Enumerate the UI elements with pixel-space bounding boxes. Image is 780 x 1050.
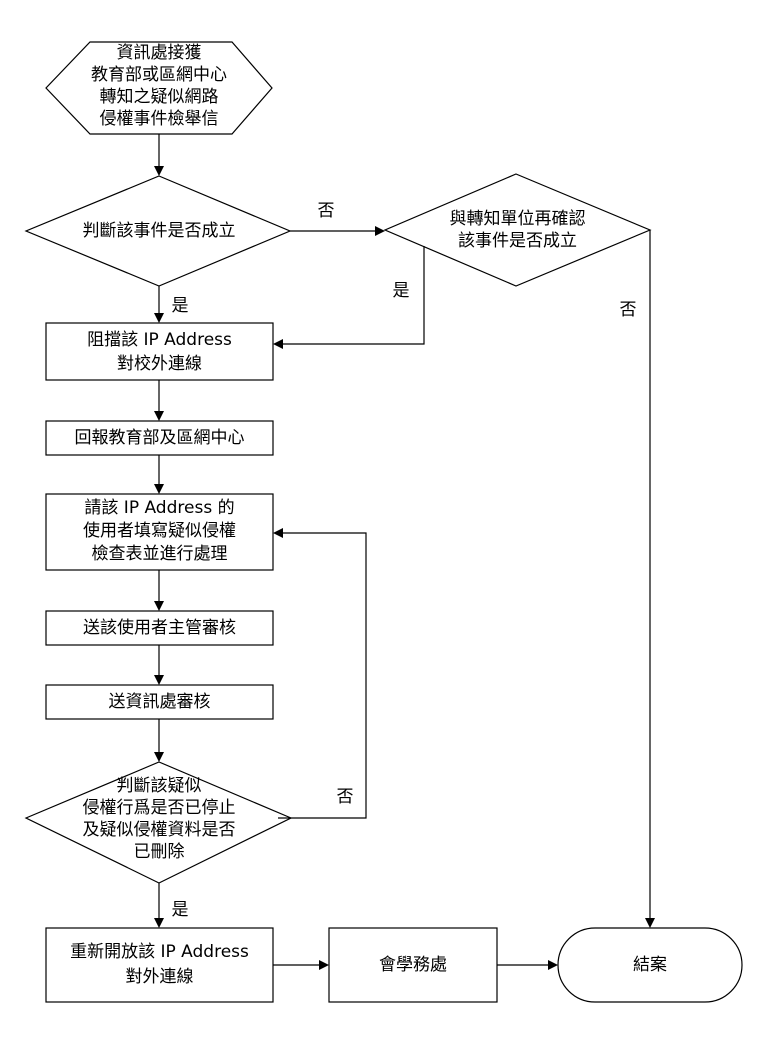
report-box <box>45 420 274 456</box>
arrowhead <box>154 484 164 494</box>
close-case-text: 結案 <box>633 955 667 975</box>
block-ip-box <box>45 322 274 381</box>
edge-label-no: 否 <box>619 300 637 320</box>
arrowhead <box>154 601 164 611</box>
edge-label-no: 否 <box>336 787 354 807</box>
edge-label-yes: 是 <box>171 900 189 920</box>
reopen-ip-box <box>45 927 274 1003</box>
report-text: 回報教育部及區網中心 <box>74 428 245 448</box>
send-supervisor-text: 送該使用者主管審核 <box>83 618 236 638</box>
send-itc-box <box>45 684 274 720</box>
reopen-ip-text: 重新開放該 IP Address 對外連線 <box>70 942 249 987</box>
arrowhead <box>154 675 164 685</box>
edge-label-yes: 是 <box>171 296 189 316</box>
arrowhead <box>154 166 164 176</box>
arrowhead <box>645 918 655 928</box>
request-user-box <box>45 493 274 571</box>
arrowhead <box>548 960 558 970</box>
request-user-text: 請該 IP Address 的 使用者填寫疑似侵權 檢查表並進行處理 <box>83 498 236 564</box>
arrowhead <box>375 226 385 236</box>
edge-label-yes: 是 <box>392 281 410 301</box>
arrowhead <box>273 528 283 538</box>
arrowhead <box>154 918 164 928</box>
arrowhead <box>319 960 329 970</box>
edge-judge-stopped-no-loop <box>278 532 367 819</box>
block-ip-text: 阻擋該 IP Address 對校外連線 <box>87 330 232 374</box>
judge-stopped-text: 判斷該疑似 侵權行爲是否已停止 及疑似侵權資料是否 已刪除 <box>82 776 236 862</box>
academic-affairs-text: 會學務處 <box>379 955 447 975</box>
arrowhead <box>154 411 164 421</box>
edge-label-no: 否 <box>317 201 335 221</box>
reconfirm-diamond <box>383 173 652 287</box>
send-itc-text: 送資訊處審核 <box>108 692 211 712</box>
start-hexagon <box>45 41 273 135</box>
send-supervisor-box <box>45 610 274 646</box>
arrowhead <box>154 313 164 323</box>
close-case-terminal <box>557 927 743 1003</box>
reconfirm-text: 與轉知單位再確認 該事件是否成立 <box>449 209 586 251</box>
arrowhead <box>273 339 283 349</box>
edge-reconfirm-yes-to-block <box>280 246 425 345</box>
arrowhead <box>154 752 164 762</box>
start-node-text: 資訊處接獲 教育部或區網中心 轉知之疑似網路 侵權事件檢舉信 <box>91 43 227 129</box>
judge-event-text: 判斷該事件是否成立 <box>82 221 236 241</box>
